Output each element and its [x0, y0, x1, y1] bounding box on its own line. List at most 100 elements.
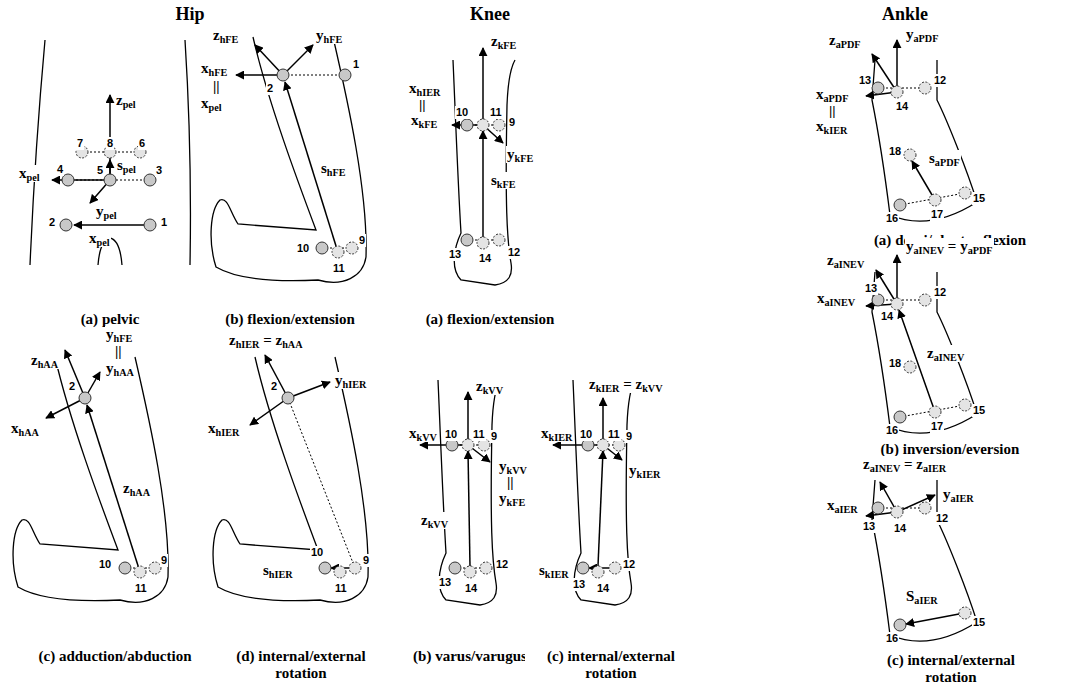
marker-circle — [891, 298, 903, 310]
subscript: aPDF — [935, 157, 960, 168]
axis-arrow — [265, 355, 288, 398]
marker-circle — [597, 439, 609, 451]
subscript: aIER — [835, 504, 858, 515]
axis-label: zpel — [115, 92, 137, 109]
subscript: aPDF — [968, 245, 993, 256]
marker-number: 11 — [334, 582, 348, 595]
subscript: hFE — [327, 167, 346, 178]
subscript: kIER — [596, 383, 620, 394]
axis-label: yhFE — [315, 27, 343, 44]
axis-label: xpel — [88, 230, 111, 247]
axis-arrow — [602, 398, 604, 445]
subscript: aINEV — [934, 352, 965, 363]
subscript: kFE — [497, 179, 516, 190]
axis-label: ykVV — [498, 458, 528, 475]
marker-number: 13 — [448, 248, 462, 261]
subscript: kVV — [428, 519, 448, 530]
marker-circle — [462, 439, 474, 451]
axis-label: xkIER — [540, 425, 573, 442]
axis-arrow — [288, 382, 330, 398]
marker-number: 9 — [160, 554, 168, 567]
marker-circle — [592, 566, 604, 578]
foot-outline — [872, 60, 977, 221]
marker-number: 10 — [455, 106, 469, 119]
subscript: hFE — [209, 67, 228, 78]
subscript: aINEV — [834, 259, 865, 270]
marker-circle — [461, 119, 473, 131]
marker-number: 10 — [444, 428, 458, 441]
axis-label: zaINEV = zaIER — [862, 456, 947, 473]
subscript: kIER — [824, 125, 848, 136]
axis-arrow — [896, 40, 898, 92]
marker-circle — [332, 246, 344, 258]
marker-number: 15 — [972, 404, 986, 417]
marker-circle — [477, 119, 489, 131]
axis-label: zhAA — [122, 480, 151, 497]
marker-circle — [493, 119, 505, 131]
axis-label: zkFE — [490, 33, 517, 50]
axis-arrow — [236, 74, 283, 76]
axis-label: shIER — [262, 562, 294, 579]
marker-circle — [62, 174, 74, 186]
marker-number: 14 — [895, 100, 909, 113]
marker-number: 12 — [622, 558, 636, 571]
marker-circle — [461, 234, 473, 246]
panel-caption: (c) internal/external rotation — [525, 648, 697, 683]
marker-number: 5 — [96, 164, 104, 177]
marker-number: 10 — [98, 558, 112, 571]
axis-label: || — [506, 474, 515, 491]
marker-circle — [577, 562, 589, 574]
subscript: hAA — [282, 339, 302, 350]
marker-circle — [282, 392, 294, 404]
marker-circle — [872, 294, 884, 306]
marker-circle — [464, 566, 476, 578]
subscript: kFE — [498, 40, 517, 51]
panel-caption: (d) internal/external rotation — [215, 648, 387, 683]
subscript: aIER — [914, 595, 937, 606]
marker-circle — [582, 439, 594, 451]
marker-circle — [319, 562, 331, 574]
marker-number: 11 — [489, 106, 503, 119]
leg-outline — [13, 357, 168, 602]
marker-circle — [60, 219, 72, 231]
axis-arrow — [553, 444, 603, 446]
panel-caption: (a) flexion/extension — [425, 311, 556, 328]
marker-circle — [613, 439, 625, 451]
axis-arrow — [468, 451, 470, 566]
marker-number: 16 — [885, 424, 899, 437]
marker-circle — [277, 69, 289, 81]
marker-number: 14 — [596, 582, 610, 595]
axis-label: xpel — [200, 95, 223, 112]
marker-number: 11 — [607, 428, 621, 441]
marker-circle — [316, 242, 328, 254]
subscript: kVV — [417, 432, 437, 443]
axis-arrow — [906, 614, 959, 624]
axis-label: zhIER = zhAA — [228, 332, 304, 349]
marker-number: 1 — [352, 58, 360, 71]
subscript: aINEV — [914, 245, 945, 256]
axis-label: zhFE — [212, 27, 239, 44]
axis-label: xkIER — [815, 118, 848, 135]
marker-number: 9 — [625, 430, 633, 443]
marker-circle — [872, 502, 884, 514]
axis-label: ykIER — [628, 462, 661, 479]
leg-outline — [213, 357, 368, 602]
axis-label: saPDF — [928, 150, 961, 167]
subscript: kFE — [515, 153, 534, 164]
axis-arrow — [250, 398, 288, 425]
axis-label: zkVV — [475, 378, 504, 395]
panel-caption: (c) adduction/abduction — [38, 648, 193, 665]
subscript: kIER — [637, 469, 661, 480]
axis-arrow — [65, 350, 85, 398]
foot-outline — [872, 272, 977, 433]
marker-number: 9 — [362, 554, 370, 567]
marker-circle — [904, 361, 916, 373]
subscript: hAA — [130, 487, 150, 498]
subscript: kVV — [642, 383, 662, 394]
subscript: aIER — [951, 493, 974, 504]
marker-circle — [478, 439, 490, 451]
axis-label: yaIER — [942, 486, 975, 503]
marker-number: 12 — [935, 512, 949, 525]
marker-number: 2 — [48, 216, 56, 229]
subscript: pel — [27, 172, 40, 183]
